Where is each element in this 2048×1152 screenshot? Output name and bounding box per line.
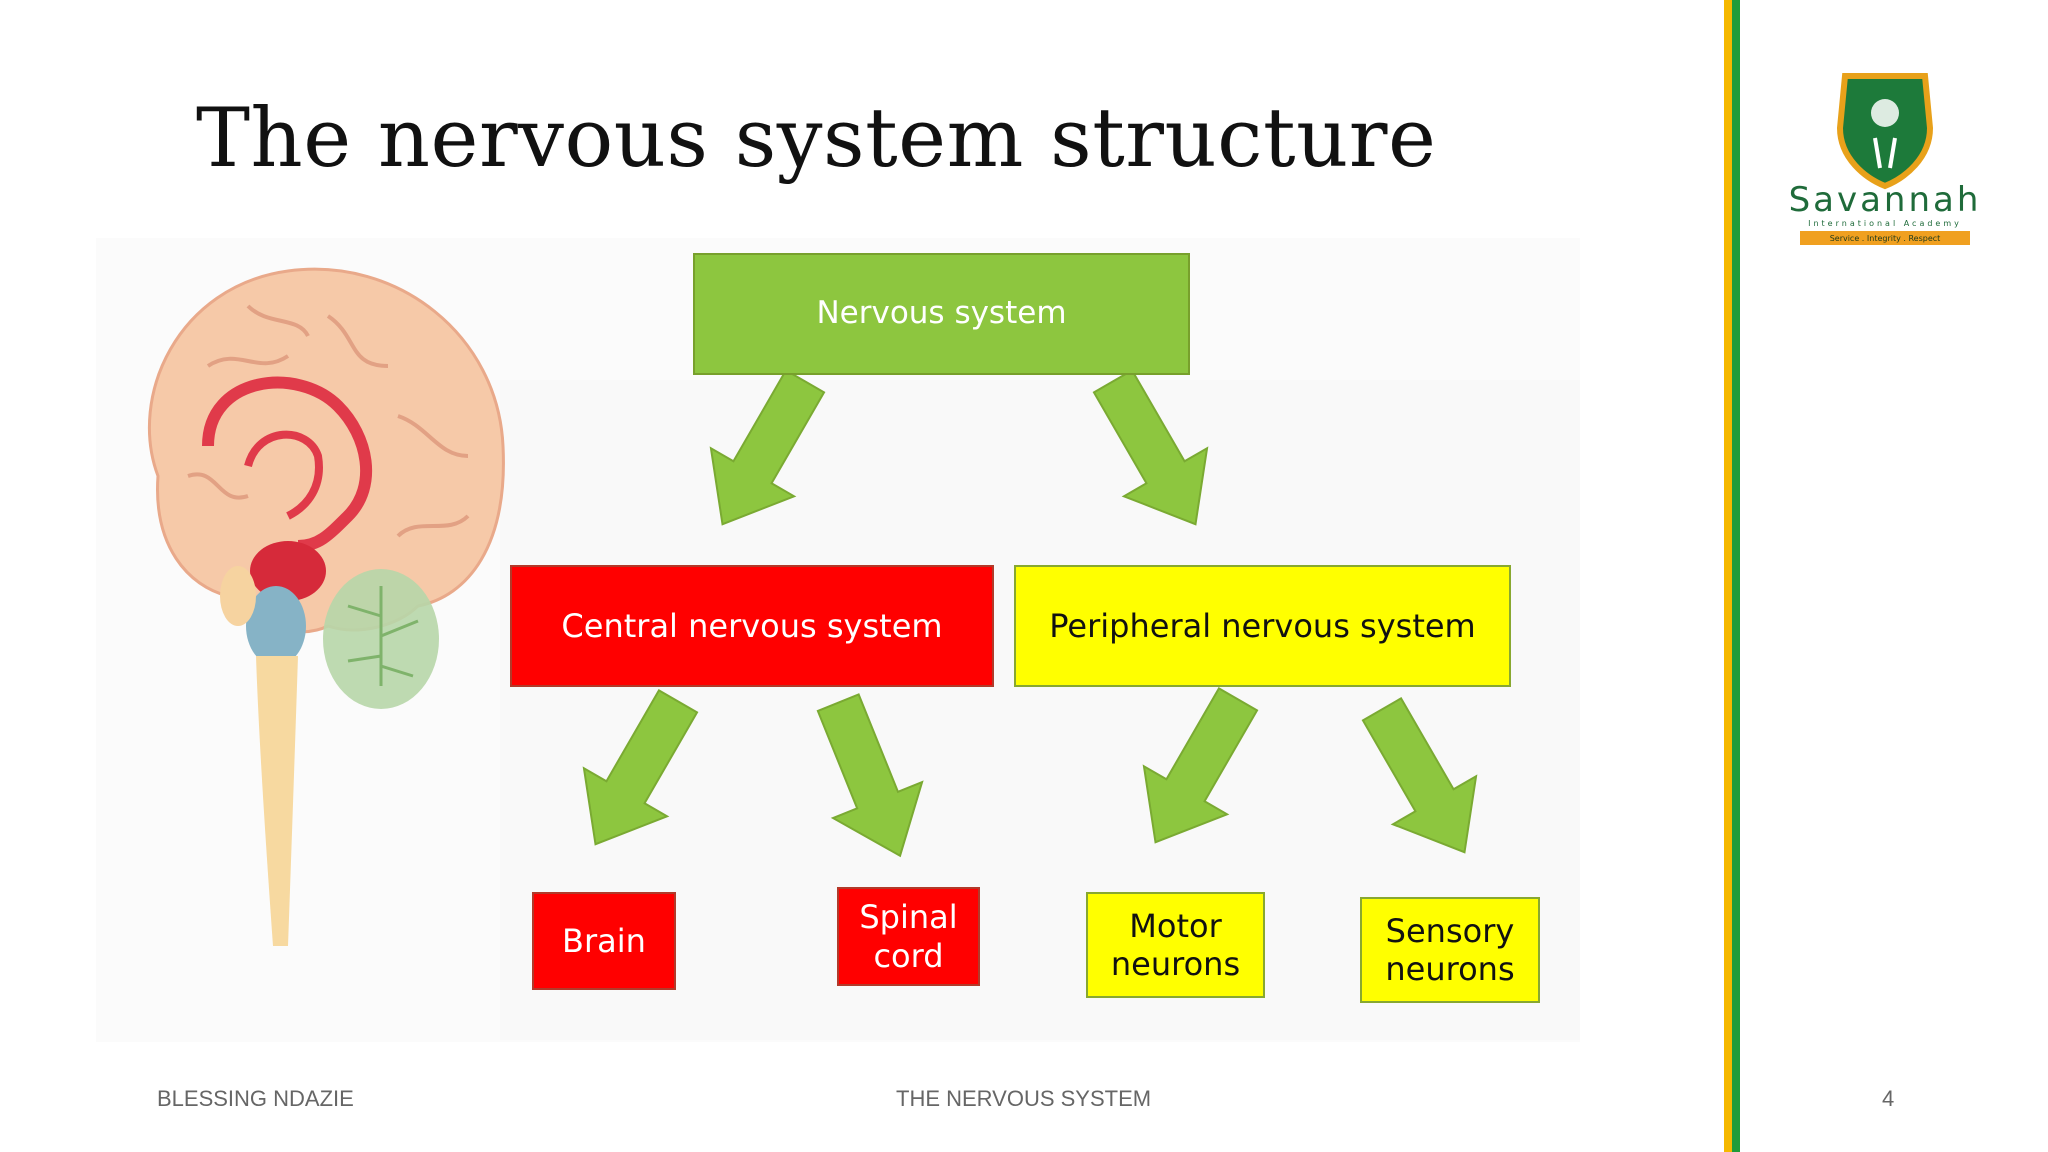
node-motor-label: Motor neurons [1111, 907, 1240, 984]
node-sensory-label: Sensory neurons [1385, 912, 1514, 989]
brain-illustration [148, 267, 505, 946]
accent-stripe-green [1732, 0, 1740, 1152]
arrow-central-to-brain [582, 688, 699, 846]
slide-title: The nervous system structure [196, 92, 1437, 186]
node-motor-neurons: Motor neurons [1086, 892, 1265, 998]
page-number: 4 [1882, 1086, 1895, 1111]
footer-author: BLESSING NDAZIE [157, 1086, 354, 1111]
node-peripheral-nervous-system: Peripheral nervous system [1014, 565, 1511, 687]
arrow-root-to-central [709, 368, 826, 526]
spinal-cord-illustration [256, 656, 298, 946]
node-sensory-line2: neurons [1385, 950, 1515, 988]
node-motor-line2: neurons [1110, 945, 1241, 983]
savannah-logo: Savannah International Academy Service .… [1789, 73, 1982, 245]
node-nervous-system: Nervous system [693, 253, 1190, 375]
arrow-peripheral-to-motor [1142, 686, 1259, 844]
limbic-system [202, 376, 373, 552]
node-sensory-neurons: Sensory neurons [1360, 897, 1540, 1003]
pons [246, 586, 306, 666]
node-motor-line1: Motor [1129, 906, 1222, 945]
arrow-central-to-spinal [816, 693, 924, 858]
shield-icon [1836, 73, 1934, 190]
node-brain-label: Brain [562, 921, 646, 960]
logo-motto: Service . Integrity . Respect [1830, 234, 1941, 243]
node-spinal-cord: Spinal cord [837, 887, 980, 986]
logo-subtitle: International Academy [1808, 219, 1962, 228]
node-spinal-line2: cord [873, 936, 944, 975]
logo-name: Savannah [1789, 180, 1982, 220]
node-central-nervous-system: Central nervous system [510, 565, 994, 687]
footer-topic: THE NERVOUS SYSTEM [896, 1086, 1152, 1111]
arrow-root-to-peripheral [1092, 368, 1209, 526]
accent-stripe-yellow [1724, 0, 1732, 1152]
arrow-peripheral-to-sensory [1361, 696, 1478, 854]
node-peripheral-label: Peripheral nervous system [1049, 606, 1476, 645]
node-brain: Brain [532, 892, 676, 990]
node-spinal-label: Spinal cord [859, 898, 957, 975]
node-nervous-system-label: Nervous system [816, 295, 1067, 332]
thalamus [250, 541, 326, 601]
node-central-label: Central nervous system [561, 606, 943, 645]
node-spinal-line1: Spinal [859, 898, 958, 937]
node-sensory-line1: Sensory [1385, 911, 1515, 950]
